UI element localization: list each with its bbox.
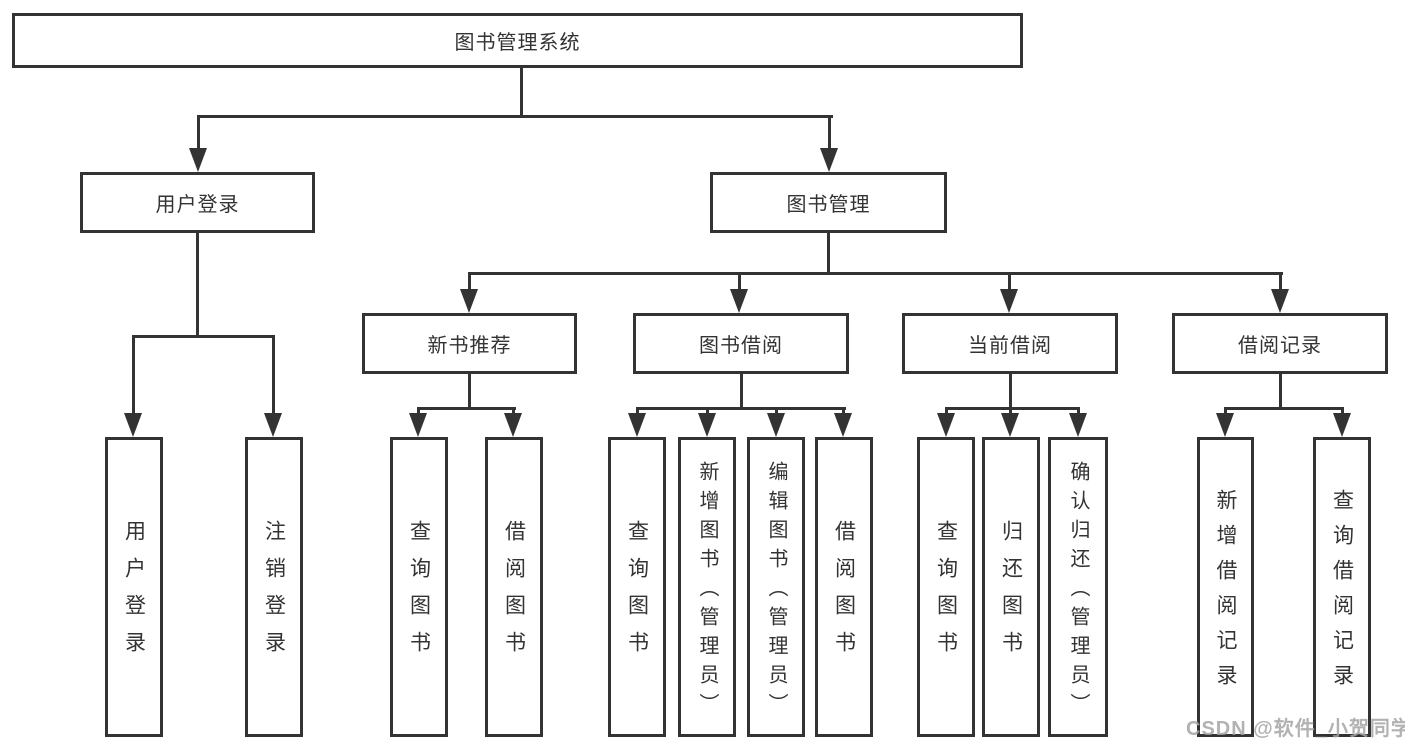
arrow-down-icon	[264, 413, 282, 437]
leaf-add-borrow-record: 新增借阅记录	[1197, 437, 1254, 737]
leaf-query-books-current: 查询图书	[917, 437, 975, 737]
connector-line	[197, 115, 833, 118]
connector-line	[1009, 374, 1012, 409]
arrow-down-icon	[1271, 289, 1289, 313]
arrow-down-icon	[1069, 413, 1087, 437]
leaf-borrow-books: 借阅图书	[815, 437, 873, 737]
arrow-down-icon	[460, 289, 478, 313]
connector-line	[636, 407, 846, 410]
node-borrow-records: 借阅记录	[1172, 313, 1388, 374]
connector-line	[468, 272, 471, 294]
node-new-book-recommend: 新书推荐	[362, 313, 577, 374]
arrow-down-icon	[1216, 413, 1234, 437]
leaf-edit-books-admin: 编辑图书（管理员）	[747, 437, 805, 737]
connector-line	[828, 115, 831, 153]
connector-line	[132, 335, 135, 415]
arrow-down-icon	[730, 289, 748, 313]
connector-line	[417, 407, 516, 410]
node-book-management: 图书管理	[710, 172, 947, 233]
connector-line	[469, 272, 1283, 275]
arrow-down-icon	[820, 148, 838, 172]
arrow-down-icon	[834, 413, 852, 437]
connector-line	[945, 407, 1080, 410]
connector-line	[468, 374, 471, 409]
arrow-down-icon	[937, 413, 955, 437]
arrow-down-icon	[1001, 413, 1019, 437]
connector-line	[740, 374, 743, 409]
arrow-down-icon	[189, 148, 207, 172]
connector-line	[1279, 272, 1282, 294]
leaf-confirm-return-admin: 确认归还（管理员）	[1048, 437, 1108, 737]
connector-line	[272, 335, 275, 415]
leaf-query-books-borrow: 查询图书	[608, 437, 666, 737]
connector-line	[196, 233, 199, 337]
leaf-add-books-admin: 新增图书（管理员）	[678, 437, 736, 737]
leaf-query-books-recommend: 查询图书	[390, 437, 448, 737]
connector-line	[1279, 374, 1282, 409]
connector-line	[738, 272, 741, 294]
node-root-library-system: 图书管理系统	[12, 13, 1023, 68]
connector-line	[827, 233, 830, 275]
leaf-borrow-books-recommend: 借阅图书	[485, 437, 543, 737]
connector-line	[197, 115, 200, 153]
arrow-down-icon	[504, 413, 522, 437]
connector-line	[520, 68, 523, 117]
csdn-watermark: CSDN @软件_小贺同学	[1186, 718, 1405, 740]
arrow-down-icon	[1333, 413, 1351, 437]
arrow-down-icon	[124, 413, 142, 437]
leaf-query-borrow-record: 查询借阅记录	[1313, 437, 1371, 737]
arrow-down-icon	[628, 413, 646, 437]
leaf-return-books: 归还图书	[982, 437, 1040, 737]
arrow-down-icon	[1000, 289, 1018, 313]
arrow-down-icon	[698, 413, 716, 437]
connector-line	[133, 335, 275, 338]
node-book-borrow: 图书借阅	[633, 313, 849, 374]
leaf-user-login: 用户登录	[105, 437, 163, 737]
connector-line	[1224, 407, 1344, 410]
arrow-down-icon	[767, 413, 785, 437]
arrow-down-icon	[409, 413, 427, 437]
node-user-login: 用户登录	[80, 172, 315, 233]
node-current-borrow: 当前借阅	[902, 313, 1118, 374]
leaf-logout: 注销登录	[245, 437, 303, 737]
connector-line	[1008, 272, 1011, 294]
